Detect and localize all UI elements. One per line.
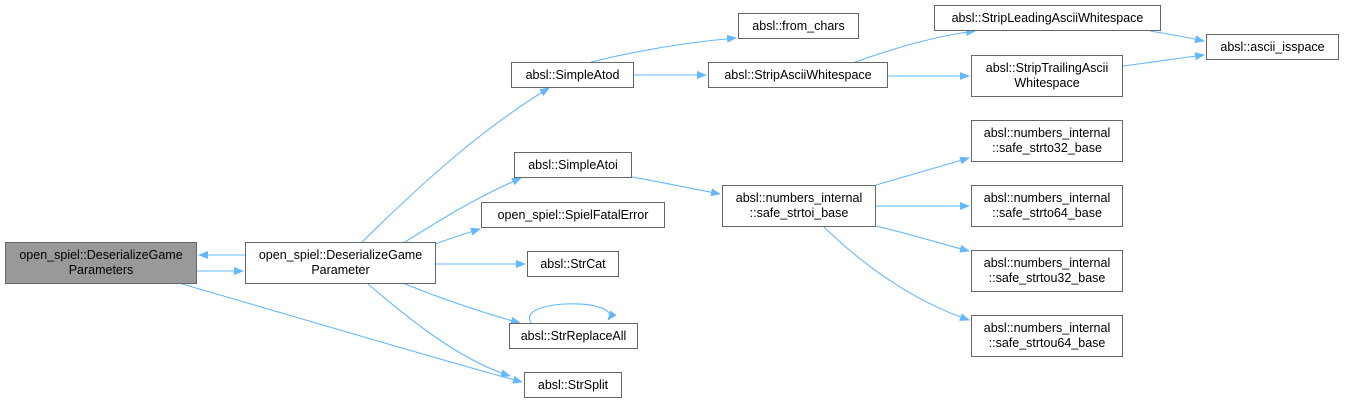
node-label-line2: ::safe_strto64_base <box>992 206 1102 220</box>
node-label: absl::StripLeadingAsciiWhitespace <box>951 10 1144 25</box>
edge-striptrailing-to-isspace <box>1122 52 1205 67</box>
node-label-line1: open_spiel::DeserializeGame <box>258 248 423 262</box>
node-label: open_spiel::SpielFatalError <box>497 207 649 222</box>
node-label: absl::StrSplit <box>537 377 609 392</box>
node-label-line1: absl::numbers_internal <box>983 256 1111 270</box>
node-str-split[interactable]: absl::StrSplit <box>524 372 622 398</box>
node-label: absl::ascii_isspace <box>1220 39 1325 54</box>
edge-root-to-strsplit <box>181 283 523 384</box>
node-safe-strto32-base[interactable]: absl::numbers_internal ::safe_strto32_ba… <box>971 120 1123 162</box>
node-label: absl::SimpleAtod <box>525 67 620 82</box>
node-simple-atod[interactable]: absl::SimpleAtod <box>511 62 634 88</box>
edge-dgp-to-simpleatoi <box>404 177 522 243</box>
node-from-chars[interactable]: absl::from_chars <box>738 13 859 39</box>
node-strip-ascii-whitespace[interactable]: absl::StripAsciiWhitespace <box>708 62 888 88</box>
edge-dgp-to-replaceall <box>404 283 521 325</box>
node-safe-strtoi-base[interactable]: absl::numbers_internal ::safe_strtoi_bas… <box>722 185 876 227</box>
node-deserialize-game-parameters: open_spiel::DeserializeGame Parameters <box>5 242 197 284</box>
node-safe-strto64-base[interactable]: absl::numbers_internal ::safe_strto64_ba… <box>971 185 1123 227</box>
node-strip-trailing-ascii-whitespace[interactable]: absl::StripTrailingAscii Whitespace <box>971 55 1123 97</box>
node-label-line1: absl::numbers_internal <box>735 191 863 205</box>
node-label-line2: Parameters <box>68 263 134 277</box>
node-spiel-fatal-error[interactable]: open_spiel::SpielFatalError <box>481 202 665 228</box>
node-label-line2: Whitespace <box>1014 76 1080 90</box>
edge-simpleatoi-to-strtoi <box>631 176 721 197</box>
edge-strtoi-to-strto32 <box>875 156 970 186</box>
edge-simpleatod-to-fromchars <box>590 34 737 63</box>
node-label-line2: Parameter <box>311 263 370 277</box>
node-ascii-isspace[interactable]: absl::ascii_isspace <box>1206 34 1339 60</box>
node-str-replace-all[interactable]: absl::StrReplaceAll <box>509 323 638 349</box>
node-label-line1: absl::numbers_internal <box>983 321 1111 335</box>
node-str-cat[interactable]: absl::StrCat <box>527 251 619 277</box>
node-label: absl::from_chars <box>752 18 845 33</box>
node-strip-leading-ascii-whitespace[interactable]: absl::StripLeadingAsciiWhitespace <box>934 5 1161 31</box>
edge-strtoi-to-strtou64 <box>823 226 970 321</box>
node-label-line1: absl::numbers_internal <box>983 126 1111 140</box>
node-label: absl::StrCat <box>540 256 606 271</box>
node-label-line2: ::safe_strtou64_base <box>988 336 1106 350</box>
node-label-line2: ::safe_strtou32_base <box>988 271 1106 285</box>
node-label: absl::SimpleAtoi <box>528 157 618 172</box>
edge-stripascii-to-stripleading <box>854 28 976 63</box>
edge-stripleading-to-isspace <box>1149 30 1205 44</box>
edge-replaceall-self <box>528 303 617 324</box>
node-label: absl::StrReplaceAll <box>520 328 627 343</box>
node-label-line2: ::safe_strtoi_base <box>749 206 849 220</box>
node-label-line2: ::safe_strto32_base <box>992 141 1102 155</box>
node-label: absl::StripAsciiWhitespace <box>724 67 872 82</box>
node-safe-strtou32-base[interactable]: absl::numbers_internal ::safe_strtou32_b… <box>971 250 1123 292</box>
node-deserialize-game-parameter[interactable]: open_spiel::DeserializeGame Parameter <box>245 242 436 284</box>
edge-strtoi-to-strtou32 <box>875 225 970 253</box>
edge-dgp-to-simpleatod <box>361 87 550 243</box>
node-label-line1: open_spiel::DeserializeGame <box>19 248 183 262</box>
node-label-line1: absl::StripTrailingAscii <box>985 61 1109 75</box>
node-safe-strtou64-base[interactable]: absl::numbers_internal ::safe_strtou64_b… <box>971 315 1123 357</box>
node-simple-atoi[interactable]: absl::SimpleAtoi <box>514 152 632 178</box>
edge-dgp-to-strsplit <box>367 283 511 378</box>
node-label-line1: absl::numbers_internal <box>983 191 1111 205</box>
